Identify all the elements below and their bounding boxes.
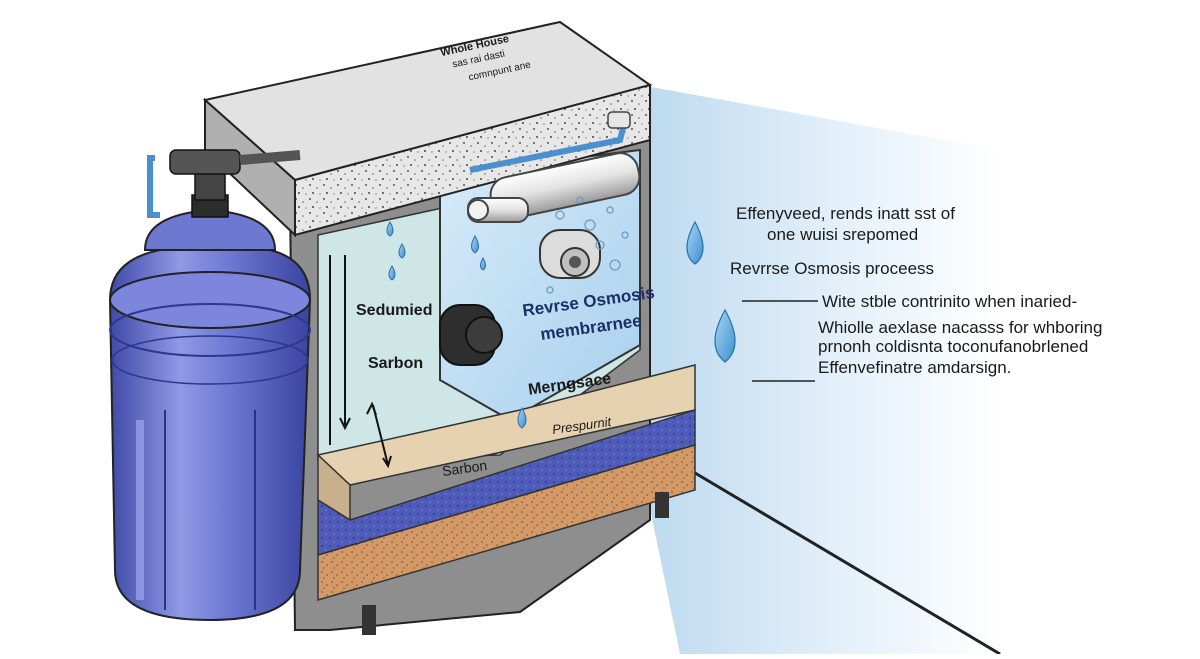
water-drop-icon	[714, 308, 736, 363]
foot-right	[655, 492, 669, 518]
side-text-line5: Whiolle aexlase nacasss for whboring	[818, 318, 1103, 337]
wall-edge	[689, 468, 1001, 656]
side-text-line2: one wuisi srepomed	[767, 225, 919, 244]
flow-arrows	[329, 255, 392, 469]
roof-valve	[607, 111, 631, 129]
water-drop-icon	[398, 243, 406, 259]
gravel-layer	[317, 443, 696, 602]
side-text-line7: Effenvefinatre amdarsign.	[818, 358, 1012, 377]
bubbles	[546, 196, 629, 294]
water-drop-icon	[471, 235, 479, 254]
pump-hub	[569, 256, 581, 268]
ro-tube-end	[467, 199, 489, 221]
sediment-label: Sedumied	[356, 302, 433, 319]
water-drop-icon	[388, 265, 396, 281]
side-text-line1: Effenyveed, rends inatt sst of	[736, 204, 955, 223]
sediment-canister	[108, 149, 312, 622]
water-drop-icon	[517, 406, 527, 429]
side-text-line4: Wite stble contrinito when inaried-	[822, 292, 1078, 311]
foot-left	[362, 605, 376, 635]
water-drop-icon	[386, 221, 394, 237]
interior-drops	[386, 221, 527, 429]
water-drop-icon	[480, 256, 486, 271]
water-drop-icon	[686, 220, 704, 265]
side-text-line6: prnonh coldisnta toconufanobrlened	[818, 337, 1089, 356]
blue-feed-pipe	[469, 119, 628, 173]
carbon-upper-label: Sarbon	[368, 355, 424, 372]
media-layer	[317, 408, 696, 557]
back-wall	[640, 85, 1000, 654]
leader-lines	[742, 300, 818, 382]
side-text-line3: Revrrse Osmosis proceess	[730, 259, 935, 278]
motor-face	[465, 316, 503, 354]
